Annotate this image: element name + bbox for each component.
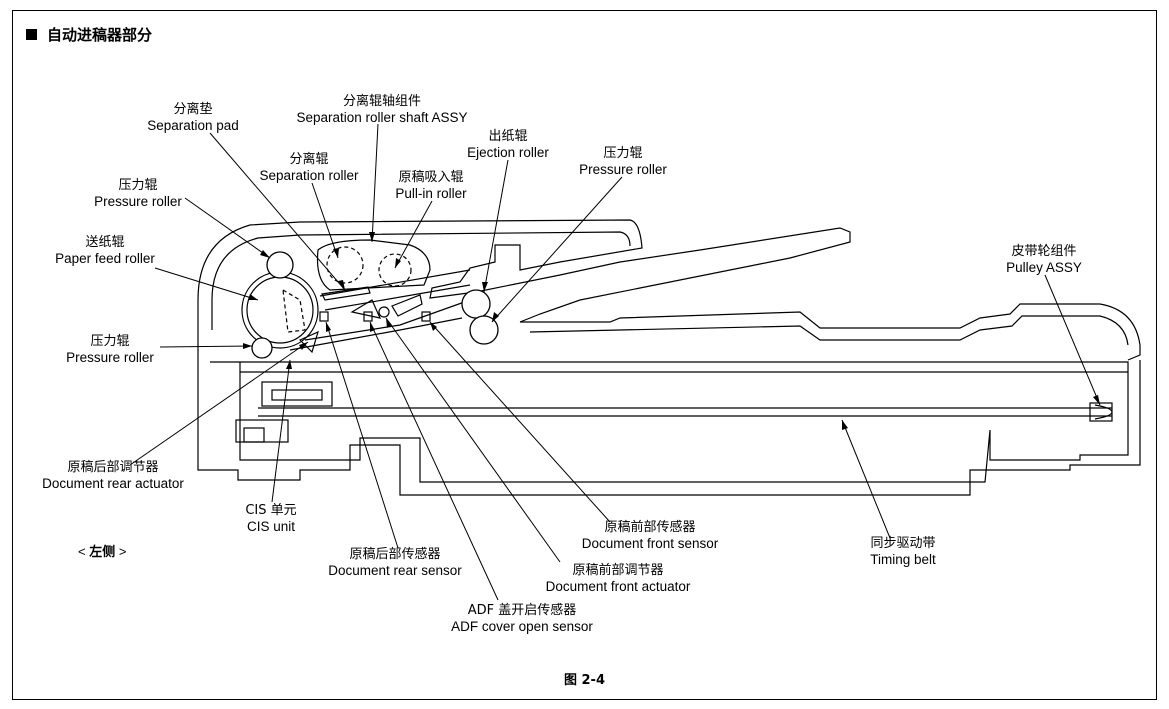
label-en: Document front sensor (581, 536, 719, 551)
side-label-close: > (115, 544, 127, 559)
label-en: Pull-in roller (395, 186, 467, 201)
adf-housing-outline (197, 219, 1141, 496)
side-label-text: 左侧 (89, 545, 116, 560)
label-ejection-roller: 出纸辊 Ejection roller (456, 129, 560, 161)
bullet-square-icon (26, 29, 37, 40)
label-en: Ejection roller (467, 145, 549, 160)
pressure-roller-right-shape (469, 315, 499, 345)
label-pressure-roller-top: 压力辊 Pressure roller (86, 178, 190, 210)
label-en: ADF cover open sensor (451, 619, 593, 634)
label-document-rear-actuator: 原稿后部调节器 Document rear actuator (30, 460, 196, 492)
label-cn: 出纸辊 (488, 129, 528, 144)
label-pulley-assy: 皮带轮组件 Pulley ASSY (996, 244, 1092, 276)
leader-lines (129, 123, 1101, 601)
label-cn: 分离垫 (173, 102, 213, 117)
label-en: Paper feed roller (55, 251, 155, 266)
label-en: Pulley ASSY (1006, 260, 1082, 275)
label-paper-feed-roller: 送纸辊 Paper feed roller (46, 235, 164, 267)
label-en: Pressure roller (94, 194, 182, 209)
label-cn: 分离辊 (289, 152, 329, 167)
label-document-front-sensor: 原稿前部传感器 Document front sensor (572, 520, 728, 552)
side-label: < 左侧 > (78, 541, 126, 560)
ejection-roller-shape (461, 289, 491, 319)
label-cn: 原稿后部调节器 (67, 460, 159, 475)
label-pull-in-roller: 原稿吸入辊 Pull-in roller (384, 170, 478, 202)
label-separation-roller: 分离辊 Separation roller (250, 152, 368, 184)
label-cn: 原稿前部调节器 (572, 563, 664, 578)
pressure-roller-bottom-shape (251, 337, 273, 359)
label-cn: 原稿吸入辊 (398, 170, 464, 185)
label-en: Separation roller (259, 168, 359, 183)
label-document-front-actuator: 原稿前部调节器 Document front actuator (536, 563, 700, 595)
label-en: Pressure roller (66, 350, 154, 365)
side-label-open: < (78, 544, 90, 559)
label-timing-belt: 同步驱动带 Timing belt (858, 536, 948, 568)
label-document-rear-sensor: 原稿后部传感器 Document rear sensor (316, 547, 474, 579)
label-separation-pad: 分离垫 Separation pad (138, 102, 248, 134)
section-heading-text: 自动进稿器部分 (47, 27, 153, 44)
label-cn: 原稿后部传感器 (349, 547, 441, 562)
label-en: CIS unit (246, 519, 296, 534)
label-en: Separation roller shaft ASSY (296, 110, 468, 125)
arrowheads (243, 232, 1100, 430)
figure-caption: 图 2-4 (563, 673, 605, 688)
rollers (251, 251, 499, 359)
pressure-roller-top-shape (266, 251, 294, 279)
label-en: Pressure roller (579, 162, 667, 177)
label-cn: 压力辊 (118, 178, 158, 193)
label-cn: ADF 盖开启传感器 (467, 603, 577, 618)
label-cn: 送纸辊 (85, 235, 125, 250)
label-cn: 皮带轮组件 (1011, 244, 1077, 259)
label-cn: 分离辊轴组件 (342, 94, 421, 109)
section-heading: 自动进稿器部分 (26, 24, 152, 45)
label-en: Document front actuator (545, 579, 691, 594)
label-cn: 同步驱动带 (870, 536, 936, 551)
label-separation-roller-shaft: 分离辊轴组件 Separation roller shaft ASSY (286, 94, 478, 126)
figure-frame (12, 10, 1157, 700)
label-cn: 原稿前部传感器 (604, 520, 696, 535)
label-adf-cover-open-sensor: ADF 盖开启传感器 ADF cover open sensor (440, 603, 604, 635)
label-pressure-roller-right: 压力辊 Pressure roller (568, 146, 678, 178)
label-cn: CIS 单元 (245, 503, 297, 518)
label-en: Document rear sensor (328, 563, 462, 578)
label-pressure-roller-bottom: 压力辊 Pressure roller (56, 334, 164, 366)
label-cis-unit: CIS 单元 CIS unit (232, 503, 310, 535)
label-en: Separation pad (147, 118, 239, 133)
label-cn: 压力辊 (603, 146, 643, 161)
label-cn: 压力辊 (90, 334, 130, 349)
label-en: Timing belt (870, 552, 936, 567)
label-en: Document rear actuator (42, 476, 184, 491)
